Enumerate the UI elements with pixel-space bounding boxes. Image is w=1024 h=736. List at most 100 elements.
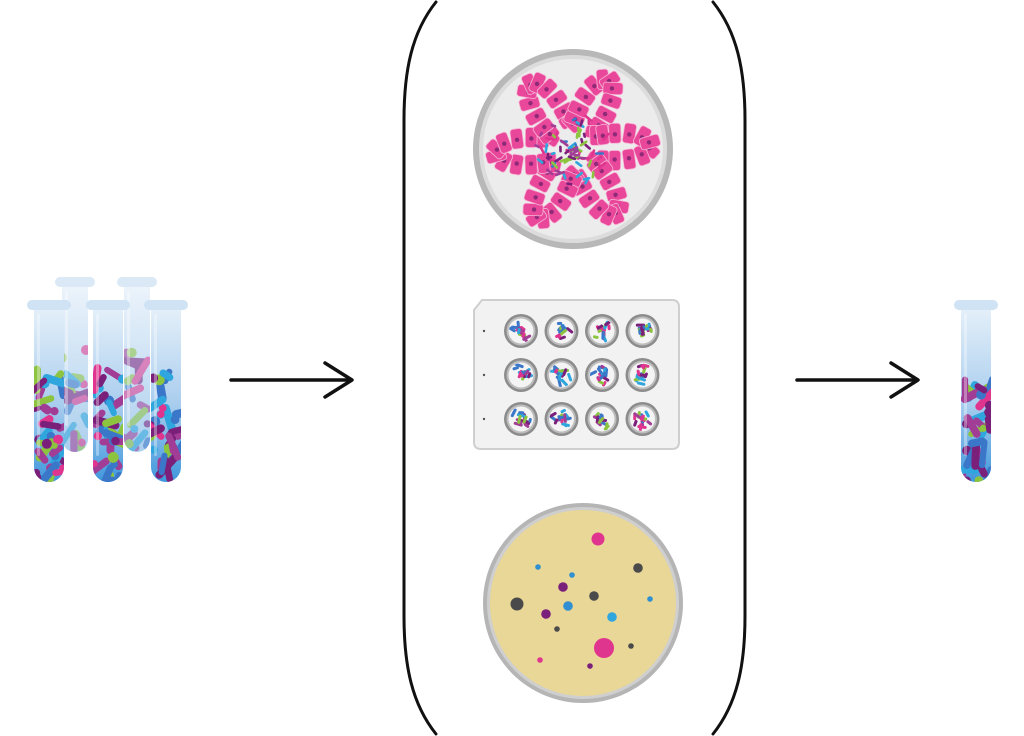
bacterium-icon [128,429,149,452]
bacterium-icon [158,404,167,412]
bacterium-icon [575,132,579,139]
organoid-cell [605,186,628,203]
bacterium-icon [575,171,583,179]
bacterium-icon [34,447,49,464]
bacteria-mix [961,376,991,482]
bacterium-icon [40,420,62,430]
bacterium-icon [602,381,607,387]
multi-well-plate [473,299,680,450]
bacterium-icon [554,156,563,163]
bacterium-icon [545,156,553,160]
bacterium-icon [599,371,607,380]
bacterium-icon [151,373,159,383]
well [504,314,538,348]
bacterium-icon [567,142,577,150]
organoid-cell [574,86,596,107]
output-tube-group [954,300,998,482]
bacterium-icon [557,379,562,387]
organoid-cell [523,188,546,206]
bacterium-icon [77,438,86,447]
organoid-cell [524,154,538,176]
bacterium-icon [597,417,605,424]
bacterium-icon [34,471,42,482]
bacterium-icon [528,417,532,424]
bacterium-icon [591,171,595,179]
bacterium-icon [59,464,64,472]
well [544,358,579,392]
bacterium-icon [566,327,574,334]
bacterium-icon [560,408,566,414]
bacterium-icon [62,421,77,445]
bacterium-icon [640,414,645,422]
colony [537,657,543,663]
bacterium-icon [131,356,150,385]
bacterium-icon [539,131,544,137]
bacterium-icon [597,161,607,169]
bacterium-icon [534,144,541,149]
bacterium-icon [512,366,519,371]
bacterium-icon [517,414,522,424]
bacterium-icon [50,407,59,416]
bacterium-icon [602,132,610,141]
colony [569,572,575,578]
bacterium-icon [111,436,120,446]
well [504,402,538,436]
bacterium-icon [521,332,526,338]
bacterium-icon [649,327,653,333]
bacterium-icon [637,425,647,429]
bacterium-icon [514,363,524,369]
bacterium-icon [644,410,650,418]
bacterium-icon [35,386,46,401]
colony [591,532,605,546]
bacterium-icon [553,418,559,425]
bacterium-icon [106,476,117,482]
bacterium-icon [560,418,564,424]
bacterium-icon [34,404,41,413]
colony [563,601,573,611]
bacterium-icon [517,327,521,335]
bacterium-icon [984,407,991,418]
bacterium-icon [566,416,572,421]
bacterium-icon [550,123,557,128]
bacterium-icon [124,374,137,386]
bacterium-icon [974,383,988,394]
bacterium-icon [102,415,123,428]
bacterium-icon [584,114,593,123]
well [625,358,660,392]
organoid-cell [556,179,579,199]
bacterium-icon [644,327,650,331]
bacterium-icon [93,460,98,468]
bacterium-icon [640,364,646,370]
organoid-cell [545,89,568,110]
organoid-cell [567,99,590,119]
bacterium-icon [124,439,134,449]
bacterium-icon [550,151,556,156]
organoid-cell [600,92,623,110]
arrow-right-icon [229,361,354,399]
bacteria-mix [34,365,64,482]
bacterium-icon [584,143,592,150]
bacterium-icon [646,420,653,426]
bacterium-icon [597,324,604,330]
bacterium-icon [539,145,545,155]
bacterium-icon [636,369,641,376]
bacterium-icon [598,413,604,420]
bacterium-icon [96,373,107,388]
well [504,358,538,392]
organoid-cell [602,81,624,96]
bacterium-icon [971,439,981,470]
test-tube-icon [27,300,71,482]
organoid-cell [532,117,555,138]
bacterium-icon [603,424,610,431]
row-marker [482,373,486,377]
well [585,314,619,348]
bacterium-icon [978,438,988,469]
bacterium-icon [567,372,573,382]
bacterium-icon [571,117,577,122]
bacterium-icon [536,158,544,164]
organoid-cell [639,133,661,151]
organoid-cell [550,191,572,212]
bacterium-icon [516,413,527,418]
bacterium-icon [554,170,566,177]
row-marker [482,417,486,421]
